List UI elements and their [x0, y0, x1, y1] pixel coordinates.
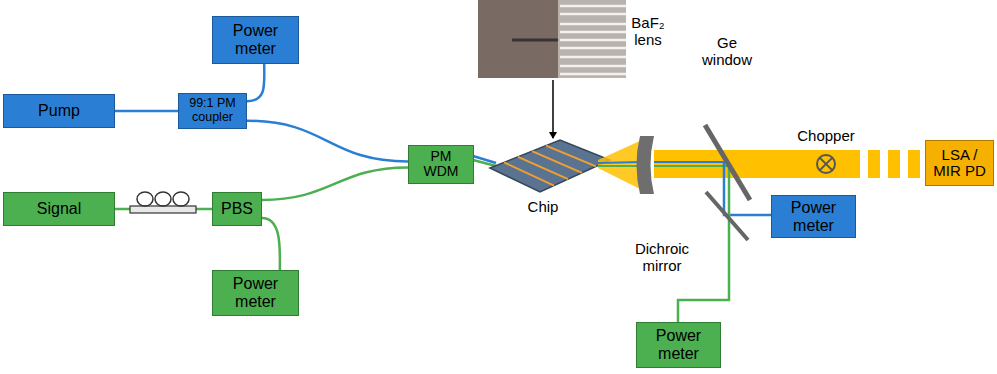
- box-text: Power meter: [776, 199, 851, 234]
- detector-box: LSA / MIR PD: [925, 140, 994, 186]
- box-text: Signal: [37, 200, 81, 218]
- part-label: Ge window: [696, 34, 758, 69]
- box-text: Power meter: [217, 275, 294, 310]
- dichroic-mirror: [706, 192, 748, 240]
- fibre-connector: [247, 121, 408, 162]
- pump-box: Pump: [3, 94, 115, 128]
- signal-box: Signal: [3, 192, 115, 226]
- box-text: Power meter: [641, 327, 716, 362]
- power-meter-box: Power meter: [212, 16, 299, 64]
- part-label: BaF₂ lens: [622, 14, 674, 49]
- power-meter-box: Power meter: [212, 270, 299, 316]
- baf2-lens: [637, 136, 655, 194]
- pointer-arrow: [552, 80, 554, 138]
- label-text: Ge window: [702, 34, 752, 68]
- fibre-connector: [262, 218, 280, 270]
- mir-beam: [654, 150, 860, 178]
- part-label: Dichroic mirror: [626, 240, 698, 275]
- chopper-symbol: [817, 155, 835, 173]
- box-text: 99:1 PM coupler: [183, 97, 242, 125]
- coupler-box: 99:1 PM coupler: [178, 93, 247, 129]
- label-text: Chopper: [797, 127, 855, 144]
- fibre-connector: [115, 110, 178, 113]
- power-meter-box: Power meter: [771, 195, 856, 238]
- box-text: PM WDM: [413, 149, 469, 180]
- fibre: [473, 160, 496, 166]
- box-text: Power meter: [217, 22, 294, 57]
- wdm-box: PM WDM: [408, 145, 474, 184]
- chip-drawing: [490, 140, 610, 192]
- label-text: Chip: [528, 198, 559, 215]
- ge-window: [705, 125, 750, 200]
- part-label: Chip: [515, 198, 571, 215]
- label-text: Dichroic mirror: [635, 240, 689, 274]
- fibre-connector: [247, 64, 264, 101]
- label-text: BaF₂ lens: [631, 14, 664, 48]
- beam-cone: [598, 140, 642, 190]
- part-label: Chopper: [792, 127, 860, 144]
- box-text: Pump: [38, 102, 80, 120]
- pbs-box: PBS: [212, 192, 262, 226]
- fibre-connector: [262, 167, 408, 200]
- power-meter-box: Power meter: [636, 322, 721, 368]
- microscope-photo: [478, 0, 626, 78]
- polarization-controller: [130, 192, 196, 213]
- box-text: PBS: [221, 200, 253, 218]
- box-text: LSA / MIR PD: [930, 147, 989, 180]
